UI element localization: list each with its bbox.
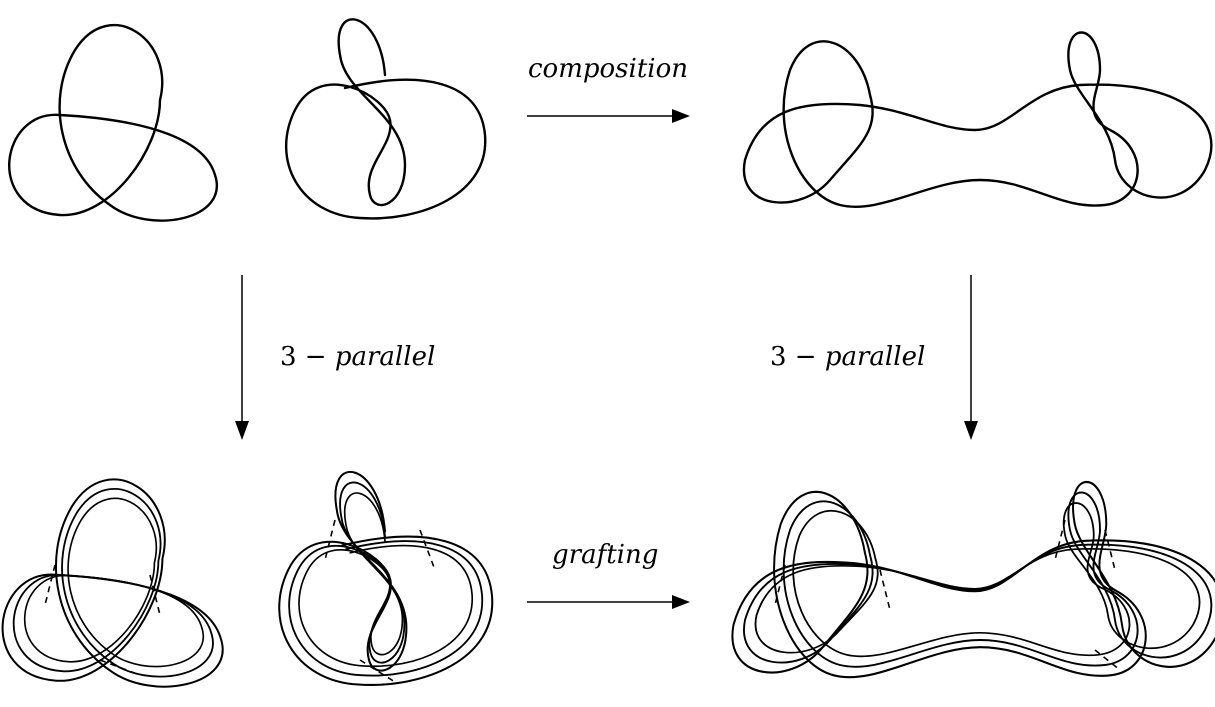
- label-grafting-text: grafting: [552, 540, 659, 570]
- label-left-parallel-number: 3 −: [280, 342, 327, 372]
- figure-eight-knot: [284, 18, 487, 220]
- label-right-parallel-number: 3 −: [770, 342, 817, 372]
- arrow-composition: [527, 109, 690, 123]
- label-right-parallel: 3 − parallel: [770, 344, 925, 370]
- label-composition: composition: [528, 56, 688, 82]
- label-composition-text: composition: [528, 54, 688, 84]
- label-left-parallel-word: parallel: [334, 342, 436, 372]
- arrow-right-parallel: [964, 275, 978, 440]
- figure-eight-3-parallel: [278, 470, 494, 686]
- composite-knot: [742, 31, 1213, 208]
- arrow-grafting: [527, 595, 690, 609]
- trefoil-knot: [8, 23, 219, 222]
- arrow-left-parallel: [235, 275, 249, 440]
- label-grafting: grafting: [552, 542, 658, 568]
- label-left-parallel: 3 − parallel: [280, 344, 435, 370]
- trefoil-3-parallel: [1, 478, 224, 688]
- label-right-parallel-word: parallel: [824, 342, 926, 372]
- grafted-composite-3-parallel: [731, 480, 1215, 679]
